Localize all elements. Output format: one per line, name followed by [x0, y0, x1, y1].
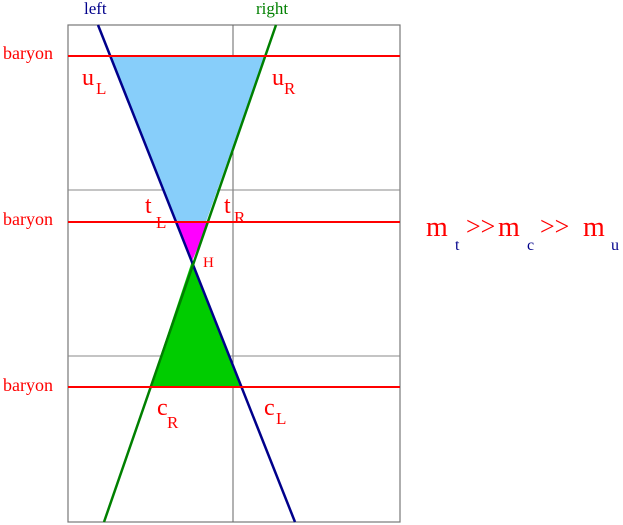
- c-R-base: c: [157, 395, 168, 421]
- c-L-sub: L: [276, 409, 287, 428]
- t-higgs-region: [176, 222, 209, 261]
- c-L-base: c: [264, 395, 275, 421]
- c-R-sub: R: [167, 413, 179, 432]
- u-t-region: [110, 56, 265, 261]
- higgs-c-region: [150, 261, 242, 387]
- mass-sub-c: c: [527, 237, 535, 254]
- u-R-base: u: [272, 65, 284, 91]
- u-R-sub: R: [284, 79, 296, 98]
- t-R-sub: R: [234, 208, 246, 227]
- diagram-frame: [67, 24, 401, 523]
- left-axis-label: left: [84, 0, 107, 18]
- t-R-base: t: [224, 193, 231, 219]
- baryon-label-1: baryon: [3, 43, 53, 63]
- t-L-base: t: [145, 193, 152, 219]
- t-L-sub: L: [156, 213, 167, 232]
- baryon-label-2: baryon: [3, 209, 53, 229]
- higgs-label: H: [203, 255, 214, 271]
- left-line: [96, 24, 297, 523]
- u-L-base: u: [82, 65, 94, 91]
- u-L-sub: L: [96, 79, 107, 98]
- mass-sub-t: t: [455, 237, 460, 254]
- mass-m-up: m: [583, 212, 605, 243]
- mass-m-top: m: [426, 212, 448, 243]
- baryon-label-3: baryon: [3, 375, 53, 395]
- right-line: [102, 24, 278, 523]
- mass-op-2: >>: [540, 212, 570, 241]
- mass-sub-u: u: [611, 237, 619, 254]
- mass-m-charm: m: [498, 212, 520, 243]
- mass-op-1: >>: [466, 212, 496, 241]
- right-axis-label: right: [256, 0, 289, 18]
